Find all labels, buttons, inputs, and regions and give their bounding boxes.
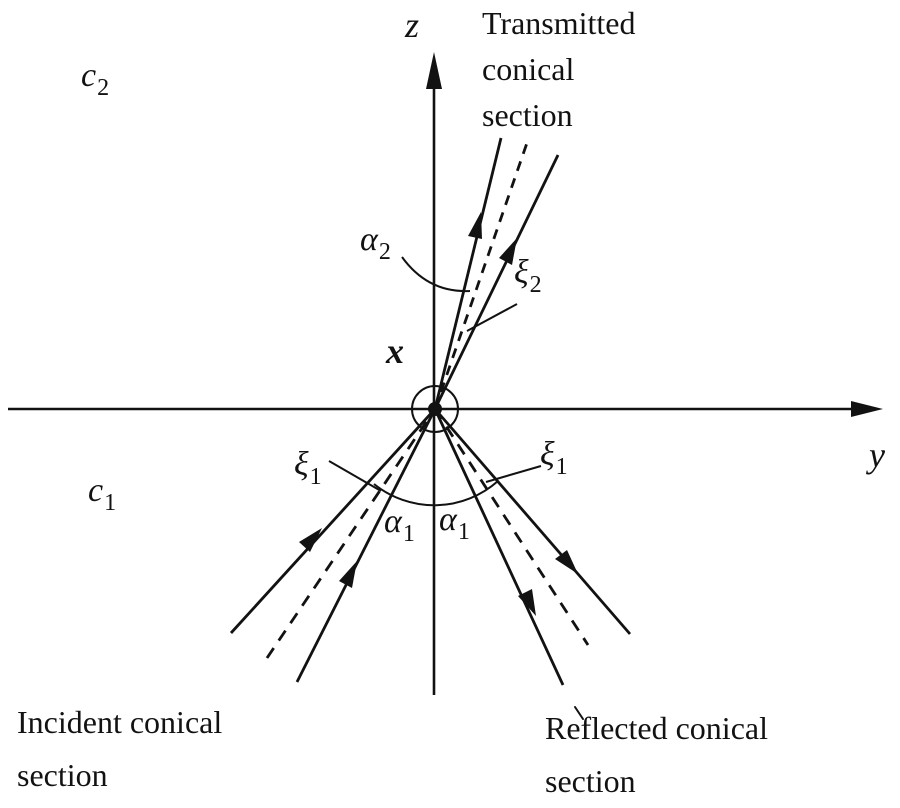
incident-caption-line1: Incident conical: [17, 704, 223, 740]
reflected-axis-dashed: [433, 408, 590, 646]
transmitted-caption-line3: section: [482, 97, 573, 133]
transmitted-ray-left: [433, 137, 503, 410]
incident-caption-line2: section: [17, 757, 108, 793]
reflected-caption: Reflected conical section: [545, 702, 768, 808]
alpha1-right-symbol: α: [439, 501, 457, 538]
transmitted-ray-right: [433, 154, 560, 410]
alpha2-leader-line: [401, 256, 471, 293]
transmitted-caption-line2: conical: [482, 51, 575, 87]
alpha2-subscript: 2: [378, 239, 391, 265]
alpha1-right-subscript: 1: [457, 519, 470, 545]
reflected-ray-outer: [433, 408, 632, 635]
xi1-right-symbol: ξ: [540, 436, 555, 473]
origin-circle: [411, 385, 459, 433]
lower-medium-symbol: c: [88, 472, 104, 509]
incident-bundle: [229, 408, 437, 683]
upper-medium-symbol: c: [81, 57, 97, 94]
xi2-symbol: ξ: [514, 254, 529, 291]
transmitted-bundle: [433, 137, 560, 410]
alpha1-left-subscript: 1: [402, 521, 415, 547]
z-axis: [426, 52, 442, 695]
xi2-subscript: 2: [529, 272, 542, 298]
incident-caption: Incident conical section: [17, 696, 222, 802]
accent-mark: [574, 706, 584, 720]
xi2-leader-line: [466, 303, 518, 332]
xi1-right-leader-line: [485, 465, 542, 483]
xi1-left-subscript: 1: [309, 464, 322, 490]
reflected-ray-inner: [433, 408, 565, 686]
alpha1-angle-arc: [373, 480, 499, 507]
alpha1-left-label: α1: [384, 503, 415, 547]
alpha2-symbol: α: [360, 221, 378, 258]
lower-medium-subscript: 1: [104, 490, 117, 516]
xi1-left-symbol: ξ: [294, 446, 309, 483]
x-axis-label: x: [386, 331, 404, 371]
y-axis-label: y: [869, 435, 885, 475]
incident-ray-outer: [229, 408, 437, 634]
alpha1-left-symbol: α: [384, 503, 402, 540]
xi2-label: ξ2: [514, 254, 542, 298]
reflected-caption-line1: Reflected conical: [545, 710, 768, 746]
incident-arrowhead-outer: [299, 528, 322, 552]
y-axis: [8, 401, 883, 417]
lower-medium-label: c1: [88, 472, 116, 516]
xi1-left-label: ξ1: [294, 446, 322, 490]
incident-arrowhead-inner: [339, 561, 357, 588]
reflected-arrowhead-outer: [555, 550, 578, 574]
transmitted-axis-dashed: [433, 139, 530, 410]
z-axis-label: z: [405, 5, 420, 45]
y-axis-arrowhead: [851, 401, 883, 417]
transmitted-caption: Transmitted conical section: [482, 0, 636, 138]
origin-point: [428, 402, 442, 416]
transmitted-caption-line1: Transmitted: [482, 5, 636, 41]
alpha1-right-label: α1: [439, 501, 470, 545]
reflected-caption-line2: section: [545, 763, 636, 799]
transmitted-arrowhead-right: [499, 238, 517, 265]
alpha2-label: α2: [360, 221, 391, 265]
xi1-right-label: ξ1: [540, 436, 568, 480]
origin-marker: [411, 385, 459, 433]
upper-medium-label: c2: [81, 57, 109, 101]
xi1-left-leader-line: [328, 460, 382, 492]
z-axis-arrowhead: [426, 52, 442, 89]
reflected-arrowhead-inner: [518, 589, 536, 616]
incident-axis-dashed: [265, 408, 437, 659]
reflected-bundle: [433, 408, 632, 686]
transmitted-arrowhead-left: [468, 212, 482, 239]
xi1-right-subscript: 1: [555, 454, 568, 480]
upper-medium-subscript: 2: [97, 75, 110, 101]
incident-ray-inner: [295, 408, 437, 683]
